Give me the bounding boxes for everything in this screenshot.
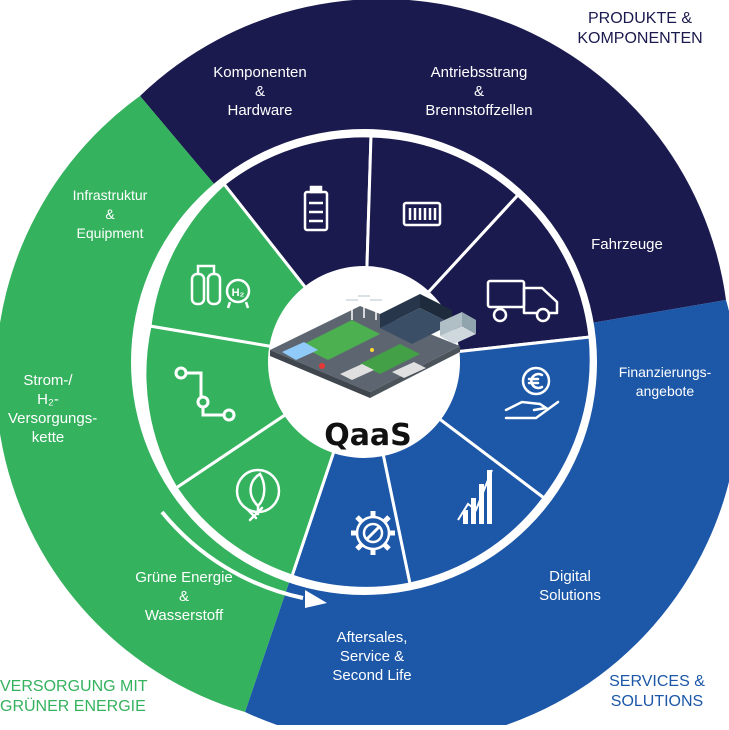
bar-chart-icon	[457, 469, 493, 524]
inner-sector-aftersales	[290, 356, 412, 590]
gear-wrench-icon	[351, 511, 395, 555]
label-green-energy: Grüne Energie & Wasserstoff	[135, 569, 233, 624]
label-financing: Finanzierungs- angebote	[618, 364, 712, 399]
battery-icon	[303, 185, 329, 232]
heading-services: SERVICES & SOLUTIONS	[609, 673, 705, 710]
label-vehicles: Fahrzeuge	[591, 236, 663, 253]
supply-chain-icon	[174, 366, 236, 422]
heading-products: PRODUKTE & KOMPONENTEN	[577, 10, 703, 47]
heading-energy: VERSORGUNG MIT GRÜNER ENERGIE	[0, 678, 148, 715]
green-plug-icon	[235, 468, 281, 522]
city-illustration	[270, 294, 476, 398]
label-infrastructure: Infrastruktur & Equipment	[72, 187, 148, 241]
svg-text:H₂: H₂	[232, 287, 245, 299]
label-supply-chain: Strom-/ H₂- Versorgungs- kette	[8, 372, 98, 446]
fuel-cell-icon	[402, 201, 442, 227]
truck-icon	[486, 279, 559, 323]
hydrogen-tank-icon: H₂	[190, 264, 251, 309]
label-components: Komponenten & Hardware	[213, 64, 307, 119]
label-digital: Digital Solutions	[539, 568, 601, 604]
qaas-title: QaaS	[324, 418, 412, 453]
euro-hand-icon	[504, 366, 560, 420]
cycle-arrow	[160, 510, 304, 600]
cycle-arrow-head	[305, 590, 327, 608]
label-aftersales: Aftersales, Service & Second Life	[332, 629, 412, 684]
label-drivetrain: Antriebsstrang & Brennstoffzellen	[425, 64, 533, 119]
